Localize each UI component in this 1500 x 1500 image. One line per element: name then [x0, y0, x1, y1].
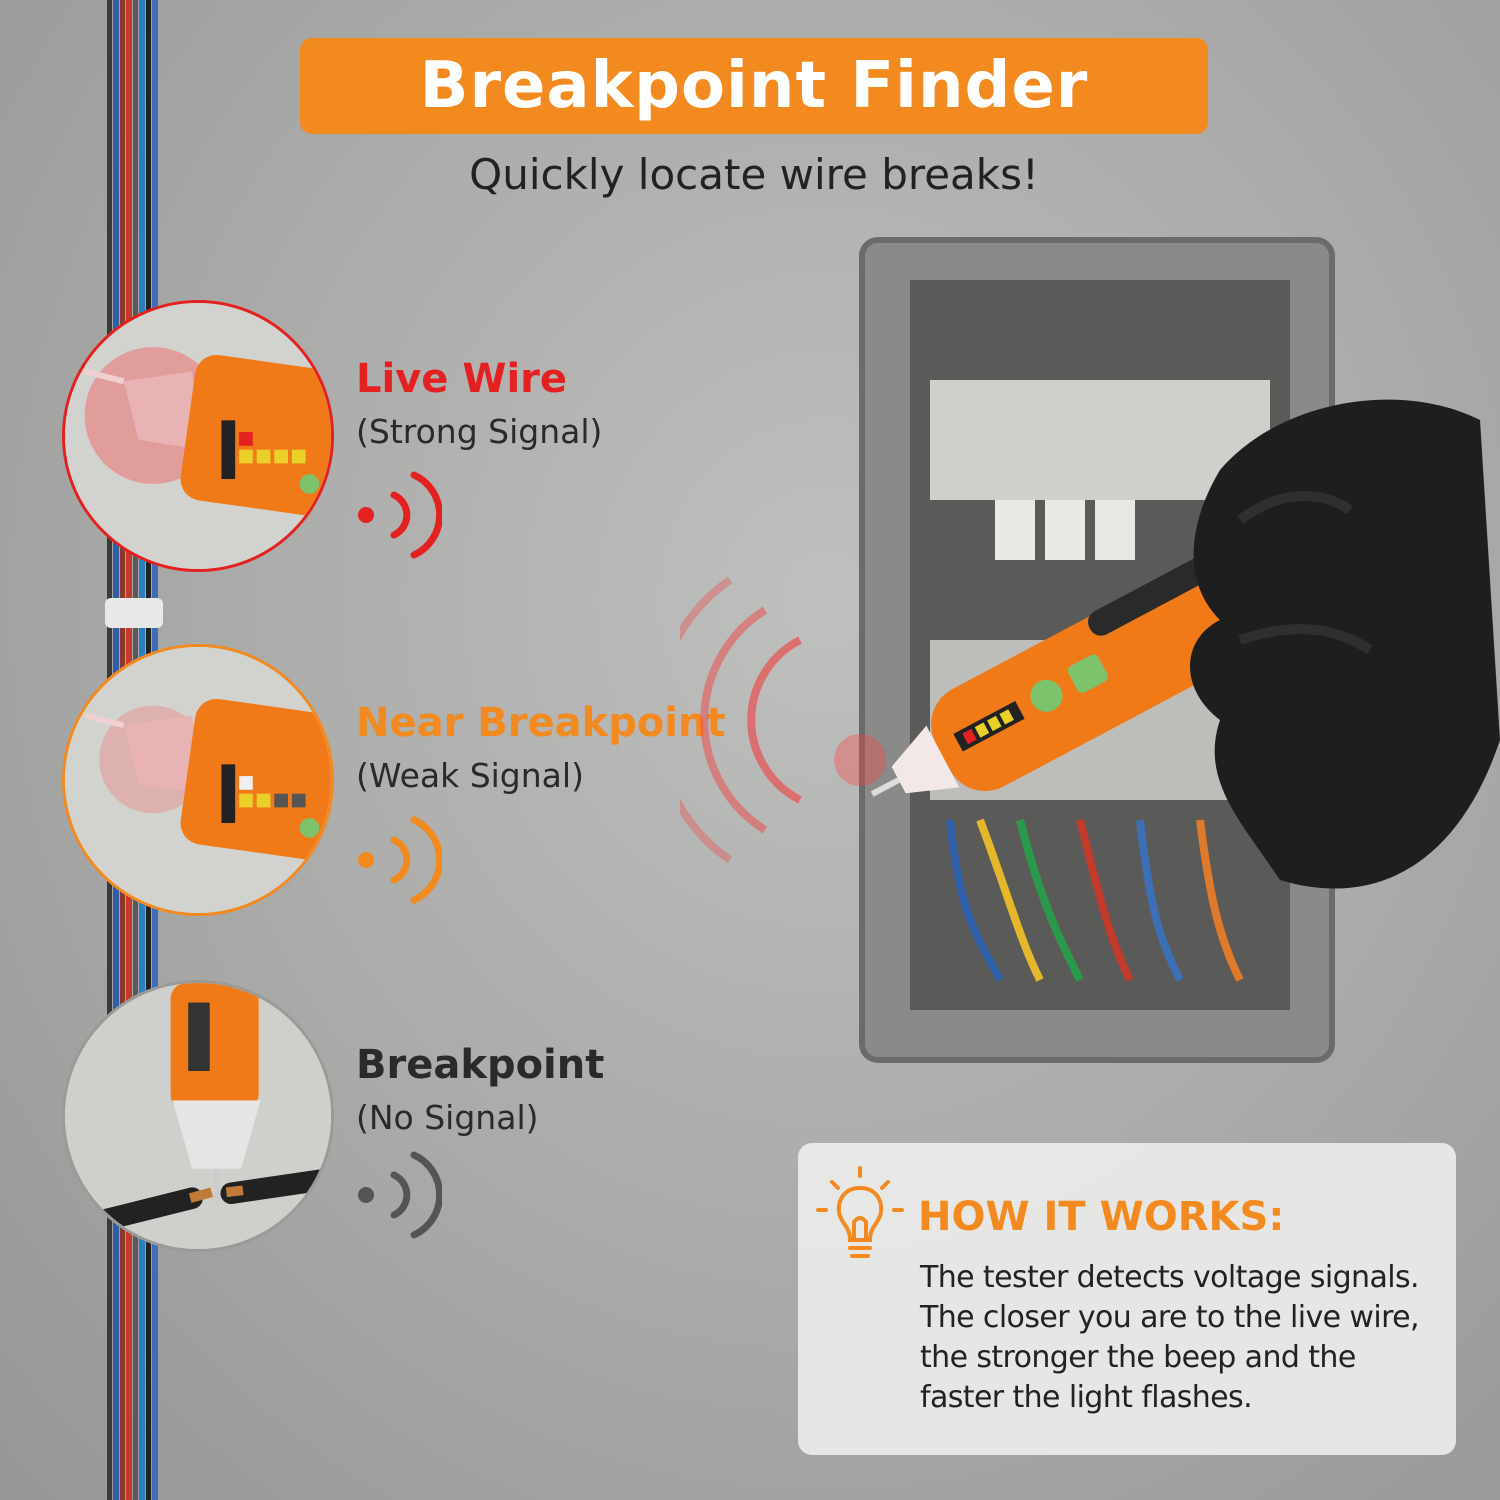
breakpoint-detector-closeup [62, 980, 334, 1252]
near-breakpoint-subtitle: (Weak Signal) [356, 756, 584, 795]
breakpoint-title: Breakpoint [356, 1042, 605, 1088]
page-title: Breakpoint Finder [419, 49, 1089, 123]
live-wire-subtitle: (Strong Signal) [356, 412, 603, 451]
page-subtitle: Quickly locate wire breaks! [469, 150, 1039, 199]
signal-strong-icon [358, 471, 442, 559]
how-it-works-title: HOW IT WORKS: [918, 1194, 1285, 1240]
signal-none-icon [358, 1151, 442, 1239]
how-it-works-body: The tester detects voltage signals. The … [920, 1260, 1420, 1415]
breakpoint-subtitle: (No Signal) [356, 1098, 539, 1137]
title-banner: Breakpoint Finder [300, 38, 1208, 134]
lightbulb-icon [816, 1166, 904, 1258]
near-breakpoint-detector-closeup [62, 644, 334, 916]
live-wire-title: Live Wire [356, 356, 568, 402]
breaker-box-scene [680, 237, 1500, 1063]
how-it-works-panel [798, 1143, 1456, 1455]
signal-weak-icon [358, 816, 442, 904]
live-wire-detector-closeup [62, 300, 334, 572]
near-breakpoint-title: Near Breakpoint [356, 700, 726, 746]
